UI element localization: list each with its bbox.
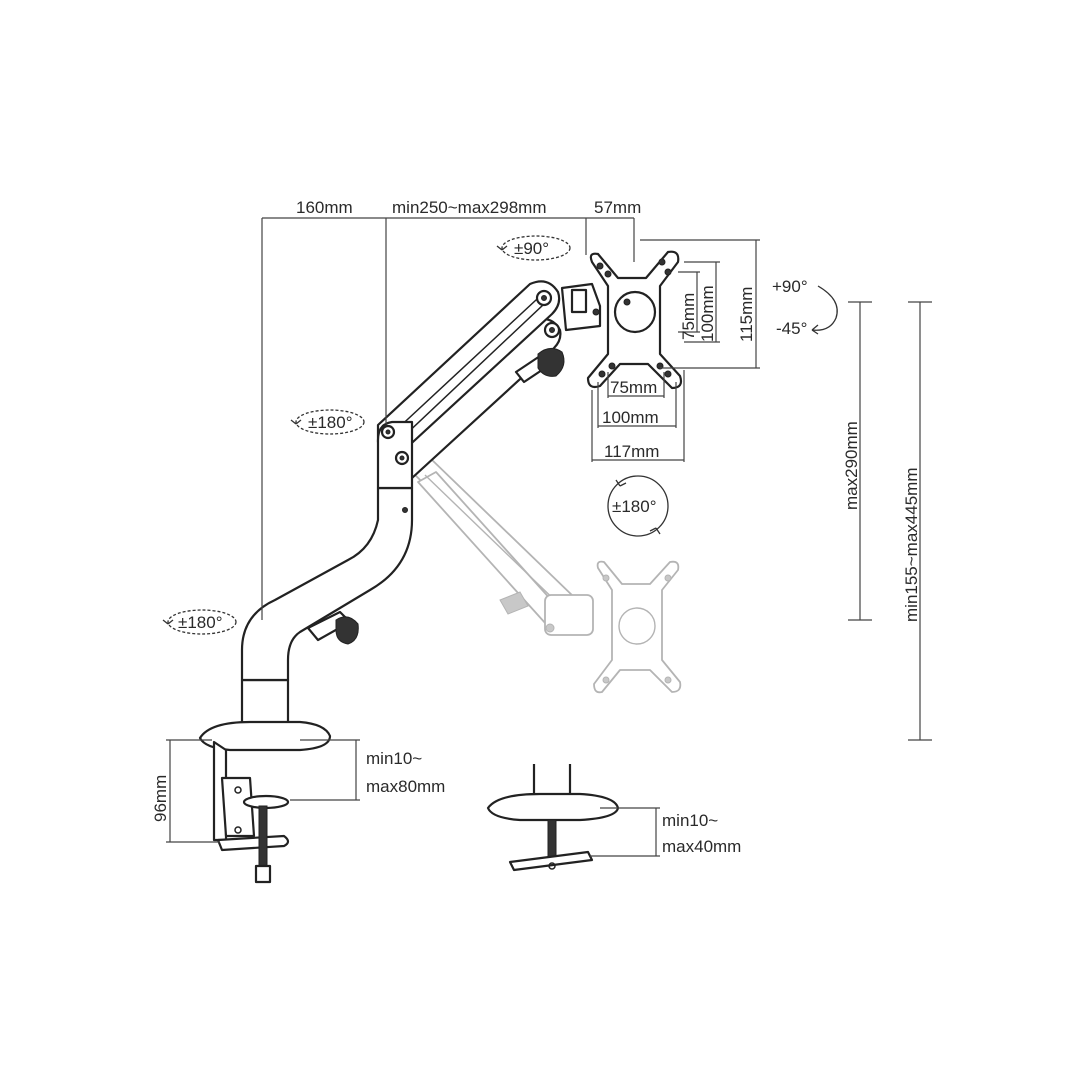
grommet-mount-assembly [486,764,620,872]
plate-h-117-label: 117mm [604,442,659,461]
lowered-arm-ghost [409,457,682,694]
vesa-hole [596,262,604,270]
ghost-plate-hub [618,607,656,645]
clamp-height-label: 96mm [151,775,170,822]
ghost-hole [602,676,610,684]
vesa-h-75-label: 75mm [610,378,657,397]
height-range-label: min155~max445mm [902,468,921,623]
grommet-pole [532,764,572,798]
vesa-h-100-label: 100mm [602,408,659,427]
dimension-lines [166,217,932,857]
grommet-nut [548,862,556,870]
arm-swivel-arrow [290,419,302,425]
ghost-hole [602,574,610,582]
pole-swivel-rotation-icon [167,609,237,635]
head-bolt-upper-center [541,295,547,301]
pole-swivel-arrow [162,619,174,625]
tension-knob [537,348,565,377]
ghost-hole [664,676,672,684]
pole-screw [402,507,408,513]
grommet-bottom-plate [508,850,594,872]
tilt-rotation-icon [811,285,838,331]
vesa-hole [664,268,672,276]
desk-clamp-assembly [198,486,414,884]
dimension-labels: 160mm min250~max298mm 57mm ±90° ±180° ±1… [151,198,921,856]
ghost-hole [664,574,672,582]
head-tilt-arrow [496,245,508,251]
joint-bolt-lower-center [399,455,405,461]
head-tilt-label: ±90° [514,239,549,258]
clamp-side-bracket [220,776,256,838]
ghost-tilt-joint [544,594,594,636]
hub-hole [623,298,631,306]
head-bolt-lower-center [549,327,555,333]
vesa-hole [658,258,666,266]
vesa-hole [598,370,606,378]
clamp-lower-arm [216,834,290,852]
plate-v-115-label: 115mm [737,287,756,342]
pole-lock-knob [335,616,359,645]
arm-swivel-label: ±180° [308,413,353,432]
arm-swivel-rotation-icon [295,409,365,435]
grommet-base-plate [486,792,620,822]
head-tilt-rotation-icon [501,235,571,261]
curved-pole [240,486,414,682]
vesa-v-75-label: 75mm [679,293,698,340]
grommet-threaded-rod [547,819,557,861]
head-depth-label: 57mm [594,198,641,217]
screen-rotation-arrows [615,479,661,535]
clamp-desk-min-label: min10~ [366,749,422,768]
rotation-indicators [162,235,838,635]
tilt-joint-inner [570,288,588,314]
clamp-screw-bottom [234,826,242,834]
screen-rotation-label: ±180° [612,497,657,516]
clamp-screw-top [234,786,242,794]
clamp-bolt-head [254,864,272,884]
base-offset-label: 160mm [296,198,353,217]
joint-bolt-upper-center [385,429,391,435]
vesa-plate [586,250,683,390]
ghost-joint-bolt [545,623,555,633]
arm-length-label: min250~max298mm [392,198,547,217]
gas-spring-arm [376,280,602,490]
grommet-desk-min-label: min10~ [662,811,718,830]
vesa-plate-hub [613,290,657,334]
tilt-up-label: +90° [772,277,808,296]
vesa-hole [608,362,616,370]
tilt-joint-screw [592,308,600,316]
ghost-lower-arm [417,471,563,625]
vesa-hole [664,370,672,378]
ghost-arm-slot [424,474,566,611]
screen-rotation-icon [607,475,669,537]
grommet-desk-max-label: max40mm [662,837,741,856]
height-travel-label: max290mm [842,421,861,510]
tilt-rotation-arrow [811,324,819,335]
ghost-tension-knob [499,591,529,615]
clamp-threaded-rod [258,805,268,867]
pole-swivel-label: ±180° [178,613,223,632]
clamp-desk-max-label: max80mm [366,777,445,796]
ghost-vesa-plate [593,560,682,694]
vesa-hole [604,270,612,278]
vesa-v-100-label: 100mm [698,285,717,342]
tilt-down-label: -45° [776,319,807,338]
